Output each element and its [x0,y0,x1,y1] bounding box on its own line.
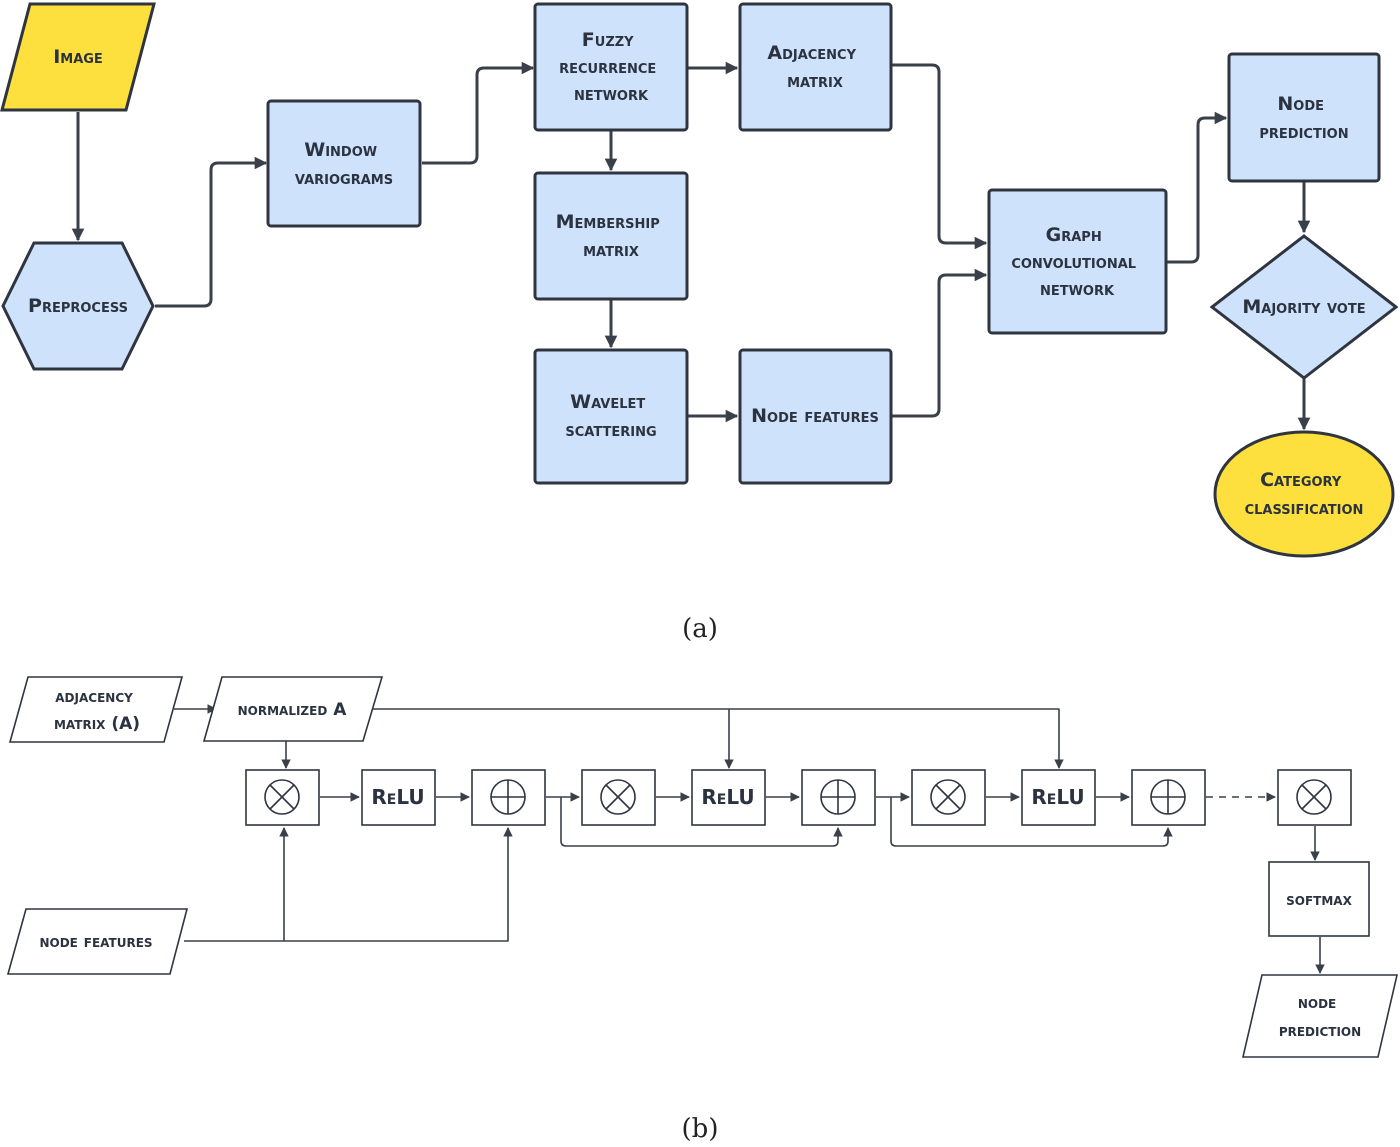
multiply-op-4 [1277,769,1352,826]
edge-node-features-to-gcn [892,268,988,418]
normalized-a-label: normalized A [238,700,348,720]
node-b-softmax: softmax [1268,861,1370,937]
preprocess-hexagon [1,241,155,371]
node-preprocess: Preprocess [1,241,155,371]
relu-2-box [691,769,766,826]
edge-skip-to-add-3 [890,797,1173,847]
graph-convolutional-network-label: Graph convolutional network [1011,224,1142,300]
multiply-op-2-box [581,769,656,826]
node-category-classification: Category classification [1213,430,1395,558]
node-b-node-prediction: node prediction [1241,974,1399,1058]
node-node-prediction: Node prediction [1227,52,1381,183]
edge-normalized-to-relu-2 [368,708,1064,769]
node-graph-convolutional-network: Graph convolutional network [987,188,1168,335]
multiply-op-3 [911,769,986,826]
category-classification-label: Category classification [1245,469,1364,519]
panel-a-connectors [71,61,1311,431]
category-classification-ellipse [1213,430,1395,558]
fuzzy-recurrence-network-box [533,2,689,132]
edge-skip-to-add-2 [560,797,843,847]
membership-matrix-box [533,171,689,301]
relu-1-box [361,769,436,826]
adjacency-matrix-a-parallelogram [8,676,184,743]
relu-3-label: ReLU [1031,785,1084,809]
relu-3-box [1021,769,1096,826]
graph-convolutional-network-box [987,188,1168,335]
node-features-b-label: node features [39,932,152,952]
relu-1-label: ReLU [371,785,424,809]
edge-features-to-multiply-1 [184,827,513,942]
edge-adjacency-matrix-to-gcn [892,63,988,250]
wavelet-scattering-box [533,348,689,485]
add-icon [490,779,526,815]
panel-b-connectors [174,704,1325,974]
edge-preprocess-to-window-variograms [155,156,268,308]
window-variograms-box [266,99,422,228]
add-op-2 [801,769,876,826]
fuzzy-recurrence-network-label: Fuzzy recurrence network [559,29,663,105]
node-features-box [738,348,893,485]
edge-gcn-to-node-prediction [1167,111,1228,264]
node-window-variograms: Window variograms [266,99,422,228]
adjacency-matrix-box [738,2,893,132]
preprocess-label: Preprocess [28,295,128,317]
node-wavelet-scattering: Wavelet scattering [533,348,689,485]
membership-matrix-label: Membership matrix [556,211,667,261]
add-icon [1150,779,1186,815]
node-node-features: Node features [738,348,893,485]
majority-vote-label: Majority vote [1242,296,1365,318]
relu-3: ReLU [1021,769,1096,826]
add-op-1 [471,769,546,826]
node-membership-matrix: Membership matrix [533,171,689,301]
multiply-icon [600,779,636,815]
node-adjacency-matrix: Adjacency matrix [738,2,893,132]
caption-a: (a) [682,614,718,644]
softmax-box [1268,861,1370,937]
relu-2-label: ReLU [701,785,754,809]
node-prediction-parallelogram [1241,974,1399,1058]
relu-2: ReLU [691,769,766,826]
caption-b: (b) [682,1114,719,1144]
node-fuzzy-recurrence-network: Fuzzy recurrence network [533,2,689,132]
softmax-label: softmax [1286,890,1352,910]
node-prediction-label: Node prediction [1259,93,1348,143]
node-features-label: Node features [751,405,879,427]
image-parallelogram [0,2,156,112]
edge-window-variograms-to-fuzzy-network [422,61,535,165]
window-variograms-label: Window variograms [295,139,393,189]
node-prediction-b-label: node prediction [1279,993,1361,1041]
relu-1: ReLU [361,769,436,826]
node-b-node-features: node features [6,908,189,975]
node-majority-vote: Majority vote [1209,234,1399,380]
normalized-a-parallelogram [202,676,384,742]
multiply-op-2 [581,769,656,826]
adjacency-matrix-a-label: adjacency matrix (A) [54,687,140,734]
multiply-icon [1296,779,1332,815]
multiply-icon [930,779,966,815]
wavelet-scattering-label: Wavelet scattering [565,391,656,441]
multiply-icon [264,779,300,815]
add-icon [820,779,856,815]
adjacency-matrix-label: Adjacency matrix [767,42,862,92]
majority-vote-diamond [1209,234,1399,380]
image-label: Image [53,46,103,68]
multiply-op-1 [245,769,320,826]
node-prediction-box [1227,52,1381,183]
node-b-normalized-a: normalized A [202,676,384,742]
node-image: Image [0,2,156,112]
add-op-3 [1131,769,1206,826]
node-features-parallelogram [6,908,189,975]
node-b-adjacency-matrix-a: adjacency matrix (A) [8,676,184,743]
